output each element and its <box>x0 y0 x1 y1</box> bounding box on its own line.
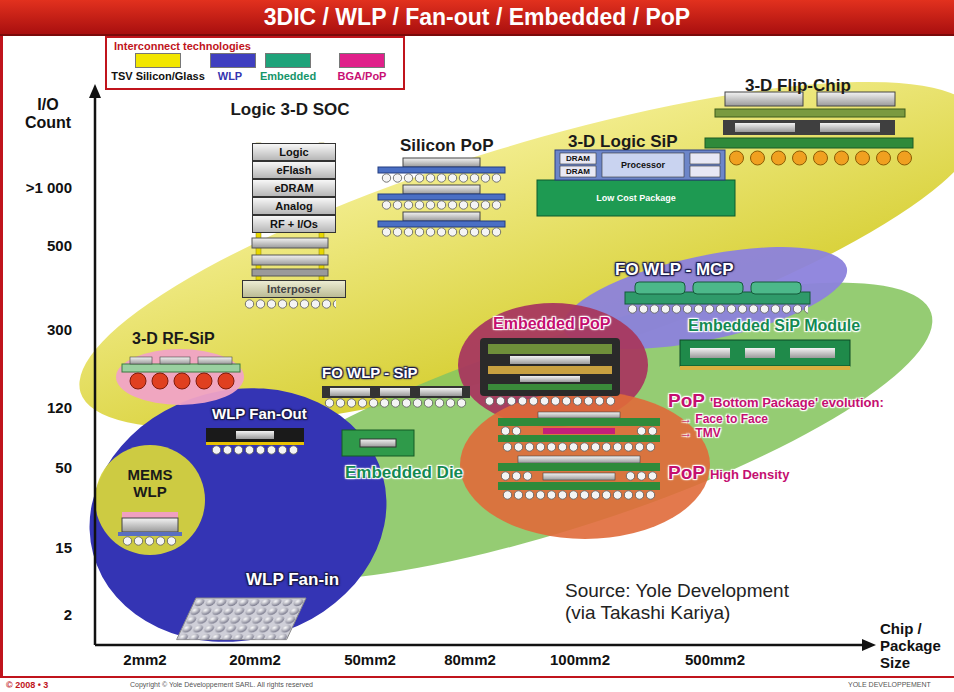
node-text: Logic <box>253 144 335 160</box>
package-label: 3-D RF-SiP <box>132 330 215 348</box>
legend-heading: Interconnect technologies <box>114 40 251 52</box>
axis-title: Chip / Package Size <box>880 620 950 671</box>
stack-layer: Analog <box>252 197 336 215</box>
package-label: Silicon PoP <box>400 136 494 156</box>
node-text: Embedded PoP <box>493 315 610 333</box>
interposer-layer: Interposer <box>242 280 346 298</box>
axis-tick: 80mm2 <box>430 651 510 668</box>
title-text: 3DIC / WLP / Fan-out / Embedded / PoP <box>0 0 954 34</box>
package-label: WLP Fan-Out <box>212 405 307 422</box>
node-text: 3-D RF-SiP <box>132 330 215 348</box>
legend-text: BGA/PoP <box>326 70 398 82</box>
legend-item: TSV Silicon/Glass <box>110 53 206 82</box>
node-text: FO WLP - SiP <box>322 364 418 381</box>
page-number: © 2008 • 3 <box>6 680 48 690</box>
node-text: → TMV <box>680 426 884 440</box>
node-text: MEMS WLP <box>118 466 182 500</box>
legend-swatch <box>265 53 311 68</box>
node-text: Analog <box>253 198 335 214</box>
axis-tick: 15 <box>10 539 72 556</box>
chip-label: DRAM <box>560 153 596 164</box>
package-label: PoP High Density <box>668 462 789 484</box>
axis-tick: 100mm2 <box>540 651 620 668</box>
axis-tick: 2mm2 <box>105 651 185 668</box>
package-label: 3-D Logic SiP <box>568 132 678 152</box>
chip-label: Low Cost Package <box>537 180 735 216</box>
package-label: Embedded Die <box>345 463 463 483</box>
copyright-note: Copyright © Yole Développement SARL. All… <box>130 681 313 688</box>
node-text: → Face to Face <box>680 412 884 426</box>
package-label: MEMS WLP <box>118 466 182 500</box>
stack-layer: eDRAM <box>252 179 336 197</box>
node-text: Embedded SiP Module <box>688 317 860 335</box>
logo-text: YOLE DEVELOPPEMENT <box>848 681 931 688</box>
axis-tick: 300 <box>10 321 72 338</box>
axis-title: I/O Count <box>20 96 76 132</box>
chip-label: DRAM <box>560 166 596 177</box>
legend-swatch <box>339 53 385 68</box>
node-text: 3-D Logic SiP <box>568 132 678 152</box>
axis-tick: 500 <box>10 237 72 254</box>
stack-group: Logic 3-D SOCLogiceFlasheDRAMAnalogRF + … <box>240 100 340 312</box>
axis-tick: 50 <box>10 459 72 476</box>
axis-tick: 500mm2 <box>675 651 755 668</box>
axis-tick: 20mm2 <box>215 651 295 668</box>
package-label: FO WLP - SiP <box>322 364 418 381</box>
node-text: WLP Fan-in <box>246 570 339 590</box>
package-label: WLP Fan-in <box>246 570 339 590</box>
axis-tick: 2 <box>10 606 72 623</box>
axis-tick: >1 000 <box>10 179 72 196</box>
stack-layer: eFlash <box>252 161 336 179</box>
axis-tick: 50mm2 <box>330 651 410 668</box>
legend-swatch <box>210 53 256 68</box>
chip-label: Processor <box>602 153 684 177</box>
legend-text: TSV Silicon/Glass <box>110 70 206 82</box>
node-text: PoP <box>668 462 705 483</box>
source-note: Source: Yole Development (via Takashi Ka… <box>565 580 805 624</box>
legend-text: WLP <box>210 70 250 82</box>
node-text: High Density <box>710 467 789 482</box>
node-text: WLP Fan-Out <box>212 405 307 422</box>
legend-item: Embedded <box>254 53 322 82</box>
node-text: Logic 3-D SOC <box>220 100 360 120</box>
node-text: RF + I/Os <box>253 216 335 232</box>
package-label: 3-D Flip-Chip <box>745 76 851 96</box>
legend-swatch <box>135 53 181 68</box>
stack-layer: RF + I/Os <box>252 215 336 233</box>
legend-item: WLP <box>210 53 250 82</box>
node-text: eDRAM <box>253 180 335 196</box>
package-label: FO WLP - MCP <box>615 260 734 280</box>
node-text: Interposer <box>243 281 345 297</box>
package-label: Embedded SiP Module <box>688 317 860 335</box>
package-label: Embedded PoP <box>493 315 610 333</box>
node-text: eFlash <box>253 162 335 178</box>
node-text: PoP <box>668 390 705 411</box>
package-label: PoP 'Bottom Package' evolution: → Face to … <box>668 390 884 440</box>
legend-text: Embedded <box>254 70 322 82</box>
legend-item: BGA/PoP <box>326 53 398 82</box>
node-text: 3-D Flip-Chip <box>745 76 851 96</box>
stack-layer: Logic <box>252 143 336 161</box>
node-text: Silicon PoP <box>400 136 494 156</box>
node-text: Embedded Die <box>345 463 463 483</box>
node-text: 'Bottom Package' evolution: <box>710 395 884 410</box>
axis-tick: 120 <box>10 399 72 416</box>
node-text: FO WLP - MCP <box>615 260 734 280</box>
